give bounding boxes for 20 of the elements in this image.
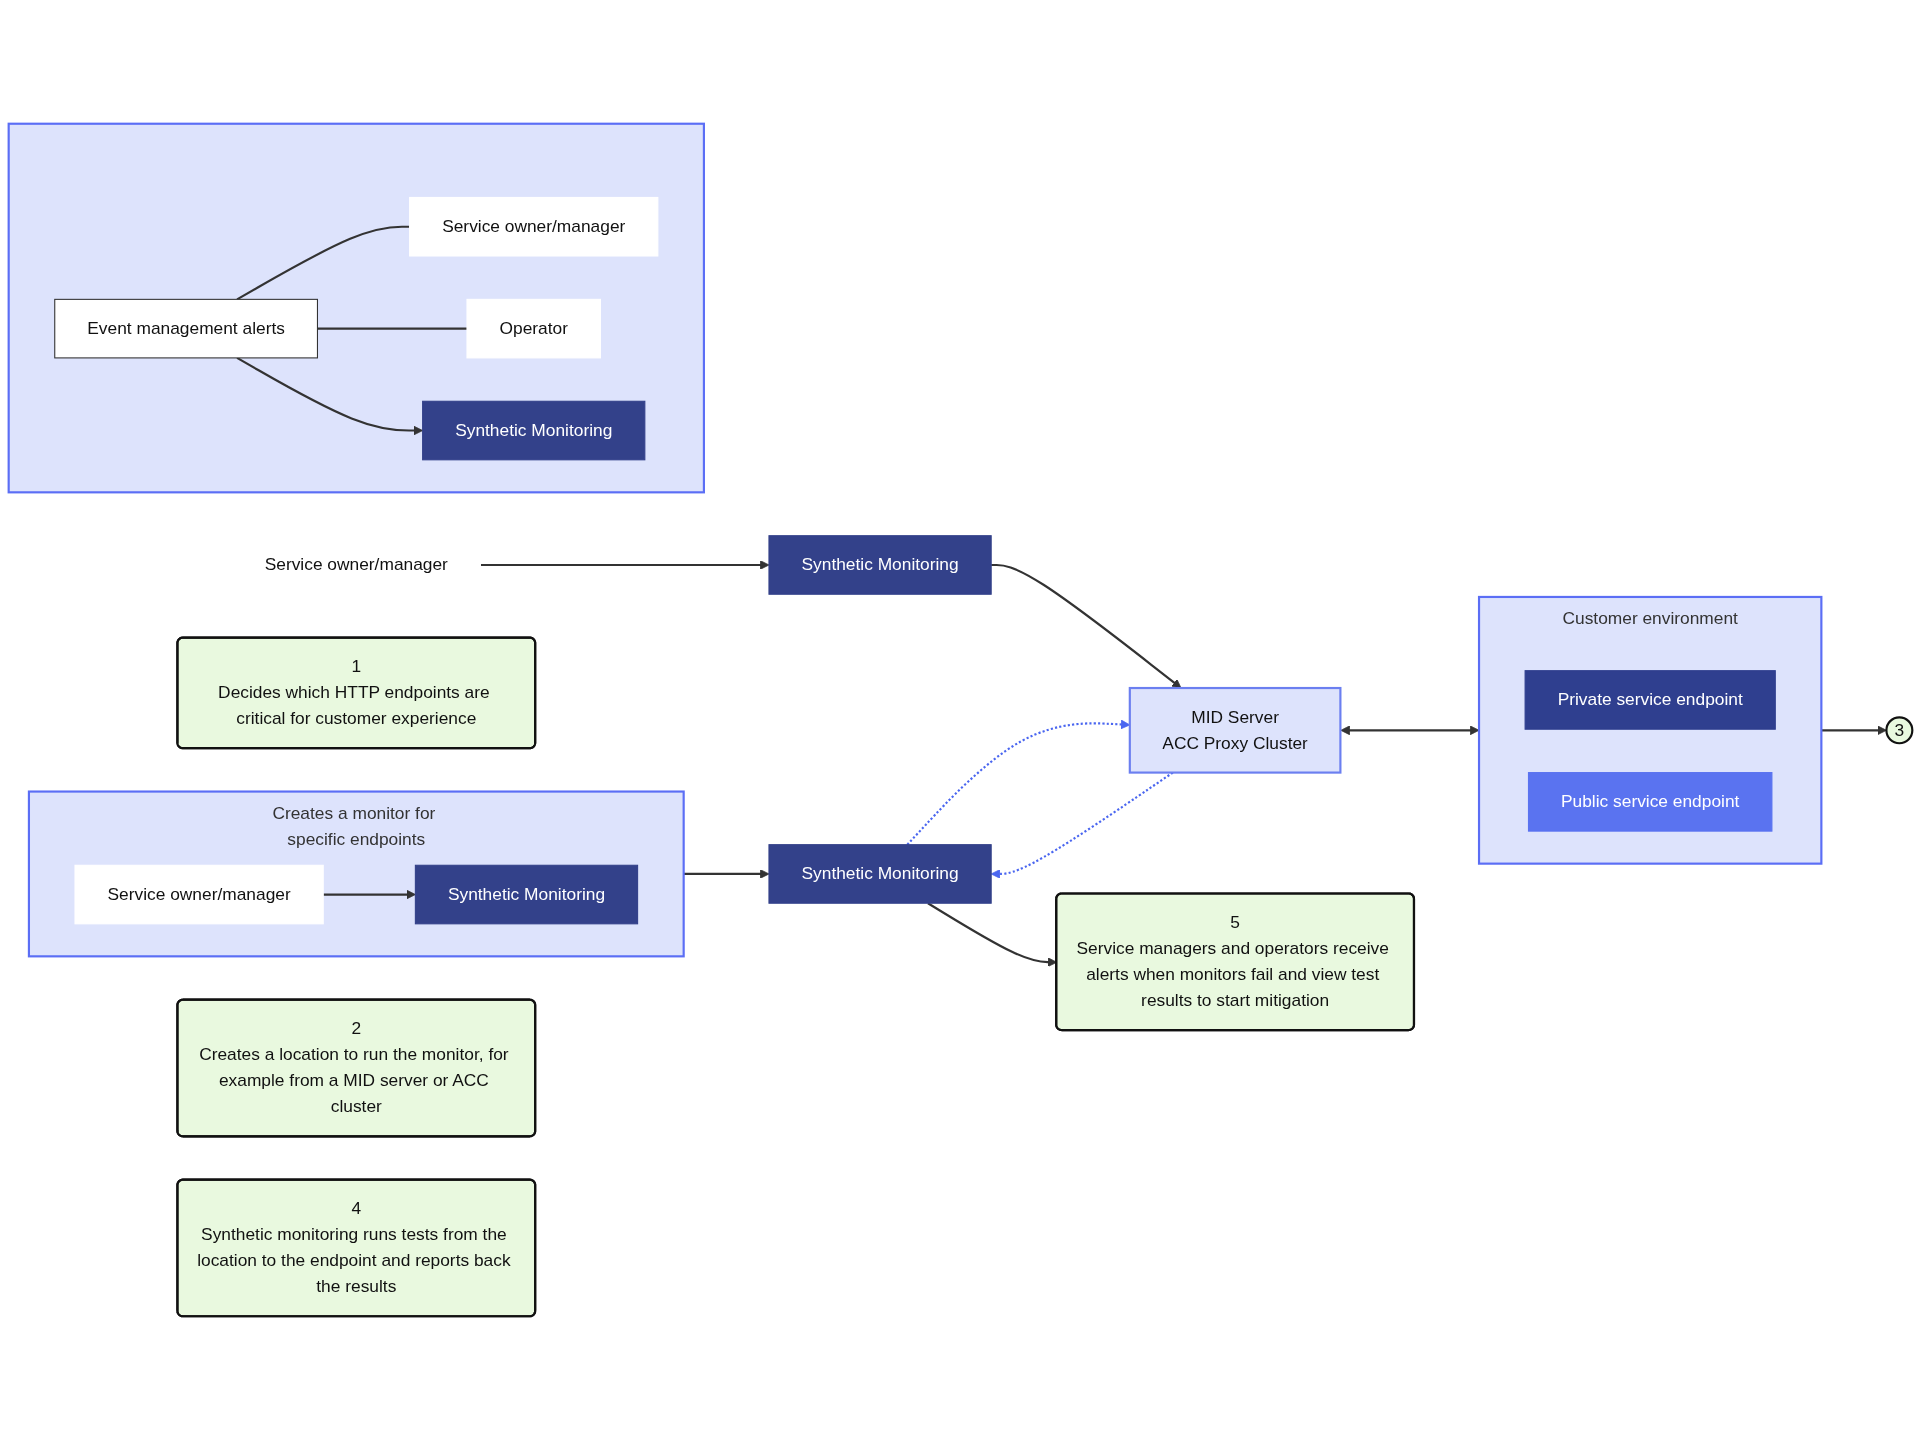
node-box: Private service endpoint [1524, 670, 1776, 730]
node-box: Public service endpoint [1527, 772, 1773, 832]
cluster [7, 122, 705, 494]
connector [317, 327, 467, 330]
node-text: Service owner/manager [264, 555, 448, 574]
node-box: Service owner/manager [409, 196, 659, 257]
arrow [991, 563, 1182, 689]
node-box: Service owner/manager [74, 864, 324, 925]
arrow [1821, 725, 1887, 736]
node-box: Operator [466, 298, 601, 359]
arrow [1340, 725, 1480, 736]
node-circle: 3 [1885, 716, 1914, 745]
node-box: Synthetic Monitoring [768, 844, 992, 904]
node-box: Synthetic Monitoring [768, 535, 992, 595]
connector [236, 225, 410, 301]
arrow [323, 889, 416, 900]
node-box: Synthetic Monitoring [422, 400, 646, 461]
node-box: MID Server ACC Proxy Cluster [1128, 686, 1342, 774]
node-box: Event management alerts [54, 298, 318, 359]
node-box: Synthetic Monitoring [414, 864, 639, 925]
